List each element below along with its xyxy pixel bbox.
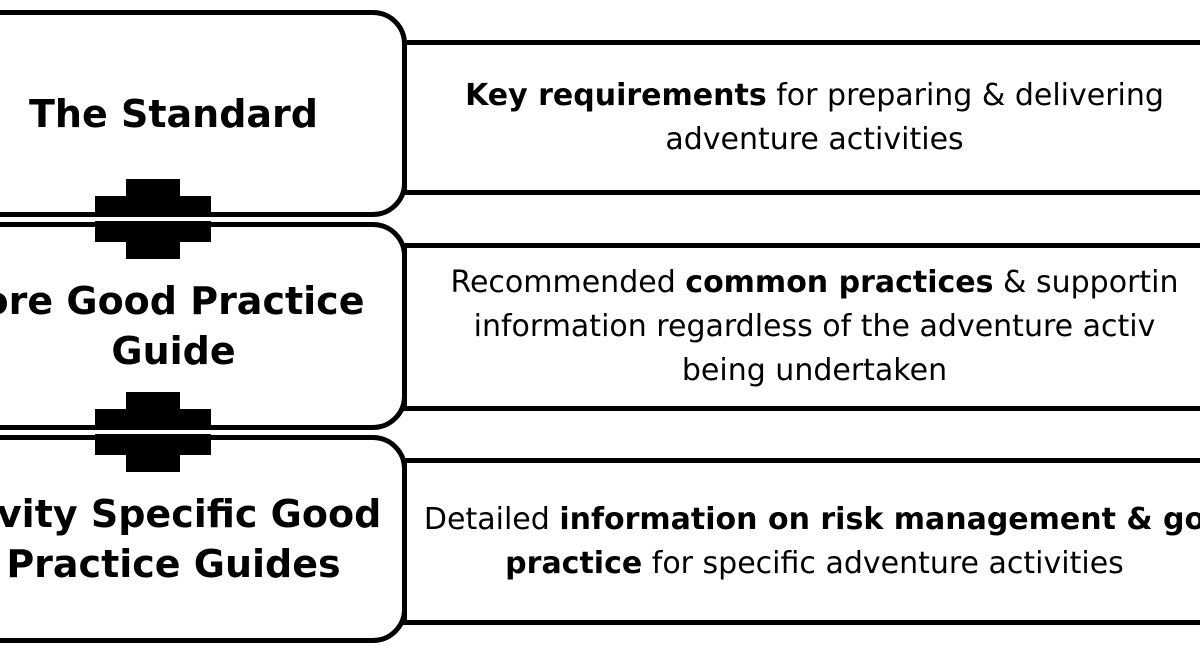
plus-icon: [95, 179, 211, 259]
tier-2-description: Recommended common practices & supportin…: [450, 261, 1178, 393]
tier-2-title-line: Guide: [111, 329, 236, 373]
tier-2-desc-line: being undertaken: [681, 353, 948, 388]
tier-3-desc-line: practice for specific adventure activiti…: [424, 542, 1200, 586]
tier-2-desc-line: Recommended common practices & supportin: [450, 261, 1178, 305]
tier-2-title-line: ore Good Practice: [0, 279, 365, 323]
tier-2-desc-line: information regardless of the adventure …: [473, 309, 1156, 344]
tier-3-desc-text: Detailed: [423, 501, 560, 537]
tier-3-desc-line: Detailed information on risk management …: [424, 498, 1200, 542]
tier-2-description-panel: Recommended common practices & supportin…: [402, 243, 1200, 411]
tier-1-desc-text: for preparing & delivering: [766, 77, 1164, 113]
tier-3-description: Detailed information on risk management …: [424, 498, 1200, 586]
tier-3-title-line: Practice Guides: [6, 542, 341, 586]
tier-3-description-panel: Detailed information on risk management …: [402, 458, 1200, 625]
tier-3-desc-bold: information on risk management & go: [559, 501, 1200, 537]
tier-1-desc-line: adventure activities: [665, 121, 964, 157]
tier-2-desc-text: & supportin: [993, 265, 1179, 300]
tier-3-title-line: tivity Specific Good: [0, 492, 382, 536]
tier-1-title: The Standard: [29, 91, 318, 136]
tier-1-desc-bold: Key requirements: [465, 77, 767, 113]
tier-3-desc-bold: practice: [505, 545, 643, 581]
tier-2-desc-text: Recommended: [450, 265, 686, 300]
tier-1-title-box: The Standard: [0, 10, 407, 217]
tier-1-description-panel: Key requirements for preparing & deliver…: [402, 40, 1200, 195]
tier-3-desc-text: for specific adventure activities: [642, 545, 1124, 581]
plus-icon: [95, 392, 211, 472]
tier-2-desc-bold: common practices: [685, 265, 994, 300]
tier-1-desc-line: Key requirements for preparing & deliver…: [465, 74, 1164, 118]
tier-2-title: ore Good Practice Guide: [0, 276, 364, 376]
tier-3-title: tivity Specific Good Practice Guides: [0, 489, 381, 589]
tier-1-description: Key requirements for preparing & deliver…: [465, 74, 1164, 162]
